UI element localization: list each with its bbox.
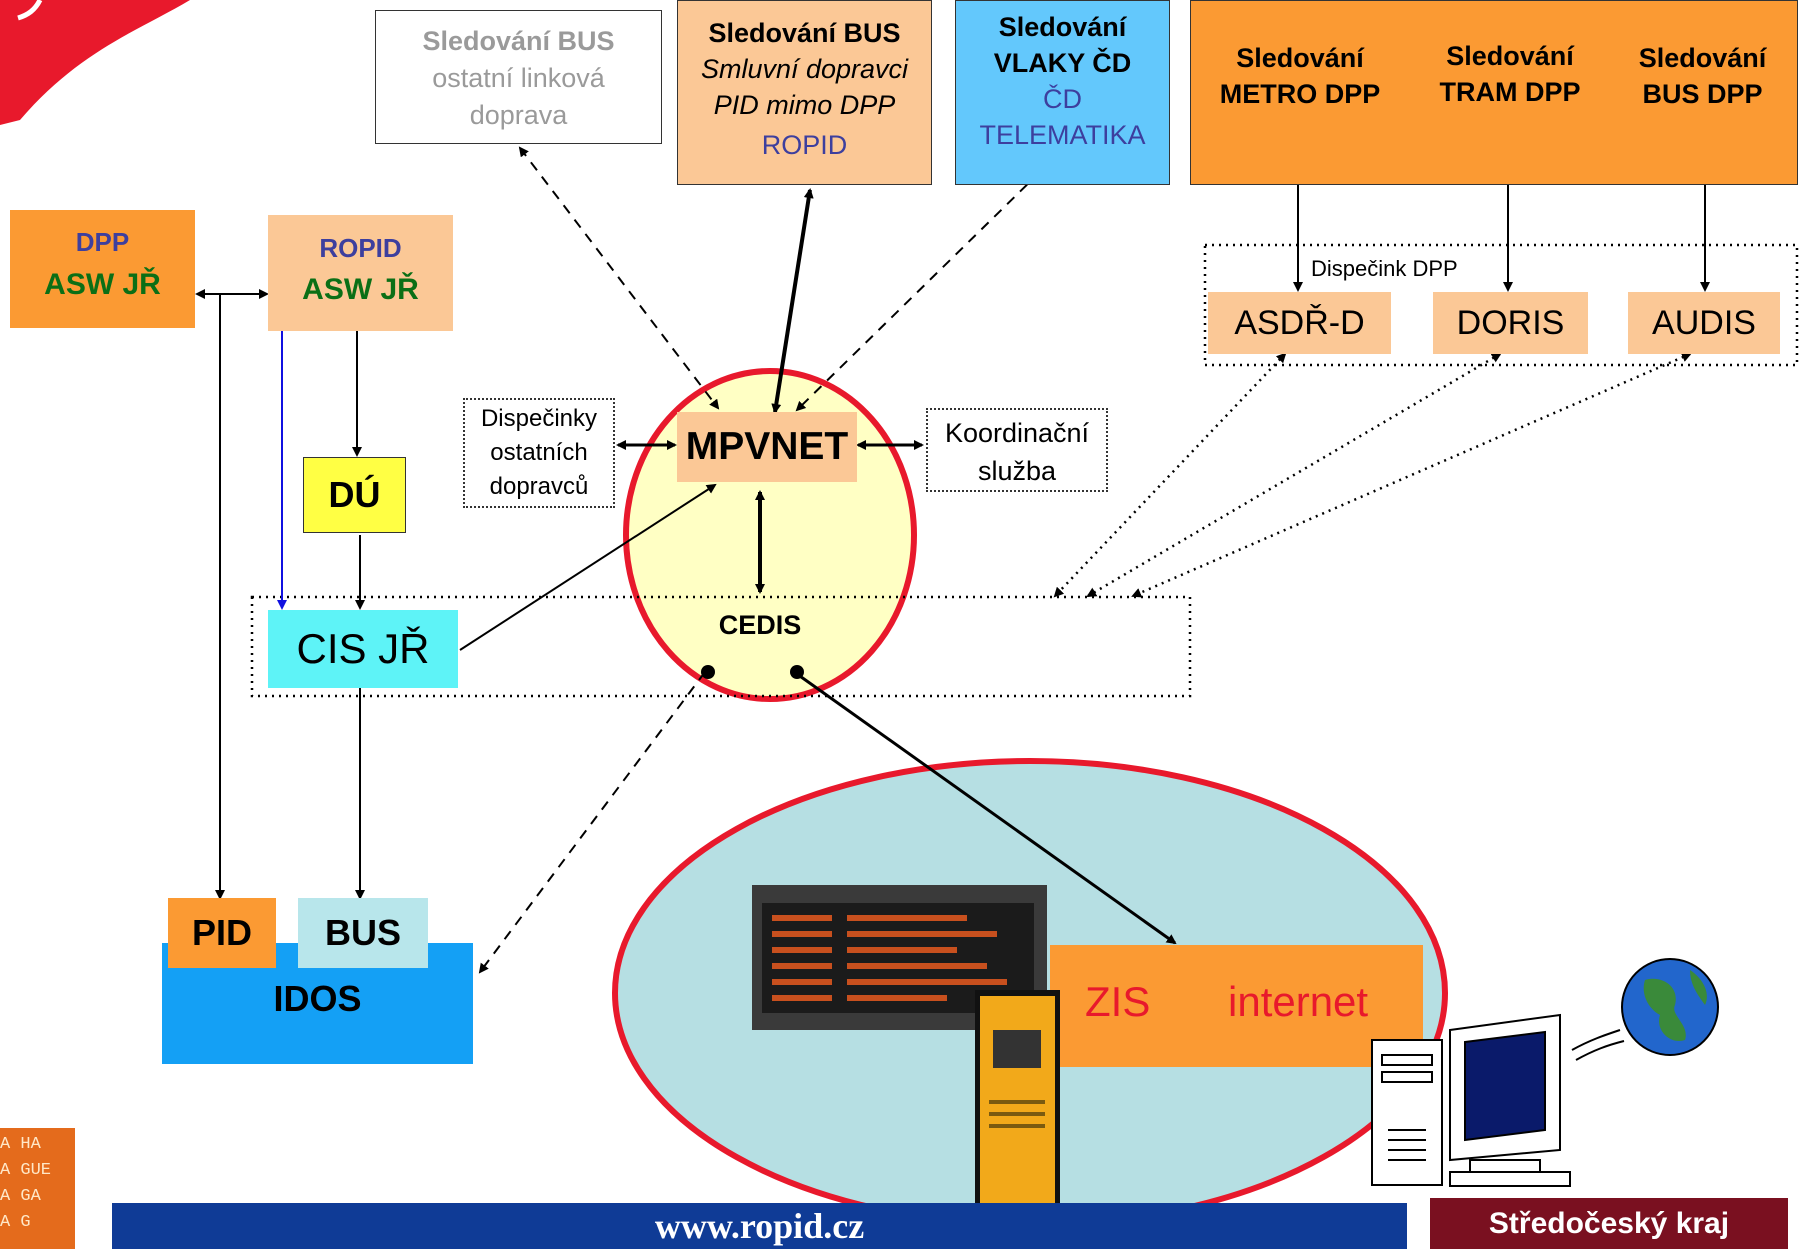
trains-line2: TELEMATIKA <box>979 120 1146 150</box>
bus-other-line1: ostatní linková <box>432 63 605 93</box>
cedis-label: CEDIS <box>718 610 802 640</box>
bus-box: BUS <box>298 898 428 968</box>
doris-box: DORIS <box>1433 292 1588 354</box>
bus-dpp-l2: BUS DPP <box>1642 79 1763 109</box>
dpp-asw-l2: ASW JŘ <box>44 268 161 301</box>
region-logo-text: Středočeský kraj <box>1430 1198 1788 1249</box>
audis-box: AUDIS <box>1628 292 1780 354</box>
mpvnet-box: MPVNET <box>677 412 857 482</box>
zis-box <box>1050 945 1423 1067</box>
ropid-logo <box>0 0 190 125</box>
bus-dpp-tracking: Sledování BUS DPP <box>1610 40 1795 112</box>
bus-contract-line1: Smluvní dopravci <box>700 54 909 84</box>
bus-contract-title: Sledování BUS <box>708 18 901 48</box>
metro-l1: Sledování <box>1236 43 1364 73</box>
dpp-asw-box: DPP ASW JŘ <box>10 210 195 328</box>
bus-other-box: Sledování BUS ostatní linková doprava <box>375 10 662 144</box>
tram-tracking: Sledování TRAM DPP <box>1420 38 1600 110</box>
metro-l2: METRO DPP <box>1219 79 1381 109</box>
computer-icon <box>1371 1013 1571 1187</box>
cis-frame <box>250 595 1192 698</box>
du-box: DÚ <box>303 457 406 533</box>
koord-l1: Koordinační <box>944 418 1090 448</box>
bus-other-line2: doprava <box>469 100 568 130</box>
trains-line1: ČD <box>1043 84 1082 114</box>
bus-contract-box: Sledování BUS Smluvní dopravci PID mimo … <box>677 0 932 185</box>
ropid-asw-l1: ROPID <box>319 233 402 263</box>
trains-box: Sledování VLAKY ČD ČD TELEMATIKA <box>955 0 1170 185</box>
departure-board-image <box>752 885 1047 1030</box>
pid-box: PID <box>168 898 276 968</box>
dispecink-label: Dispečink DPP <box>1308 256 1461 282</box>
ropid-asw-l2: ASW JŘ <box>302 273 419 306</box>
trains-title2: VLAKY ČD <box>993 48 1132 78</box>
bus-other-title: Sledování BUS <box>422 26 615 56</box>
asdr-box: ASDŘ-D <box>1208 292 1391 354</box>
tram-l2: TRAM DPP <box>1439 77 1581 107</box>
footer-bar <box>112 1203 1407 1249</box>
cis-box: CIS JŘ <box>268 610 458 688</box>
internet-label: internet <box>1228 978 1369 1025</box>
disp-other-l3: dopravců <box>489 473 589 500</box>
city-logo-l4: A G <box>0 1213 31 1232</box>
zis-label: ZIS <box>1085 978 1151 1025</box>
disp-other-l2: ostatních <box>490 439 588 466</box>
city-logo-l3: A GA <box>0 1187 41 1206</box>
koord-l2: služba <box>977 456 1057 486</box>
koord-box: Koordinační služba <box>926 408 1108 492</box>
info-kiosk-image <box>975 990 1060 1235</box>
dpp-tracking-box <box>1190 0 1798 185</box>
ropid-asw-box: ROPID ASW JŘ <box>268 215 453 331</box>
city-logo: A HA A GUE A GA A G <box>0 1128 75 1249</box>
dpp-asw-l1: DPP <box>75 227 130 257</box>
globe-icon <box>1571 958 1719 1061</box>
idos-label: IDOS <box>273 978 362 1019</box>
tram-l1: Sledování <box>1446 41 1574 71</box>
metro-tracking: Sledování METRO DPP <box>1205 40 1395 112</box>
disp-other-box: Dispečinky ostatních dopravců <box>463 398 615 508</box>
bus-contract-line2: PID mimo DPP <box>713 90 896 120</box>
trains-title1: Sledování <box>998 12 1127 42</box>
city-logo-l1: A HA <box>0 1135 41 1154</box>
footer-url[interactable]: www.ropid.cz <box>654 1206 865 1246</box>
disp-other-l1: Dispečinky <box>480 405 598 432</box>
city-logo-l2: A GUE <box>0 1161 52 1180</box>
bus-contract-line3: ROPID <box>761 130 848 160</box>
bus-dpp-l1: Sledování <box>1638 43 1767 73</box>
